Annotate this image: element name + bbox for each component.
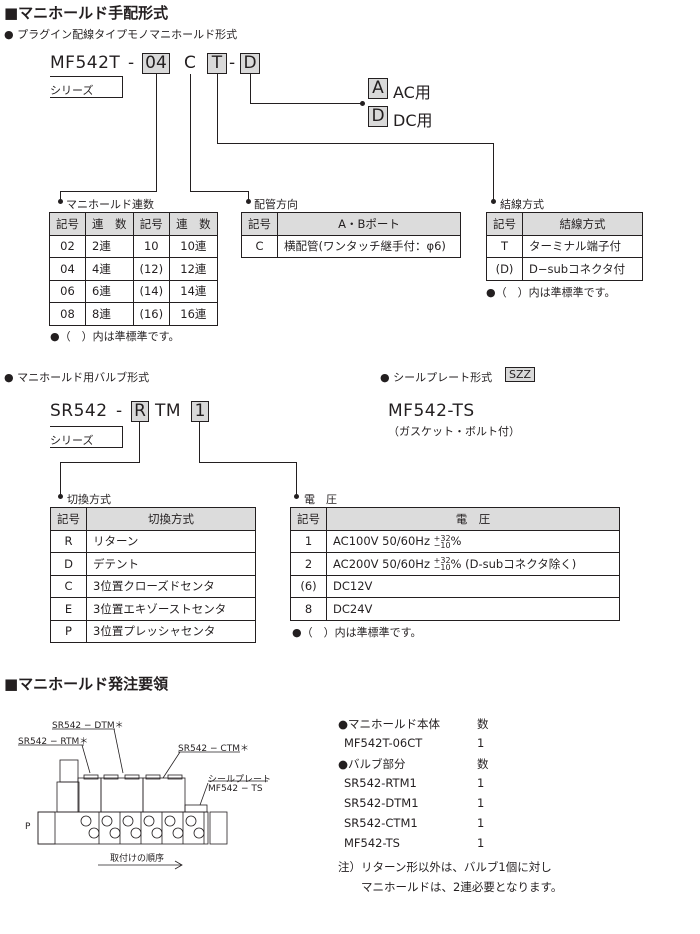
section-title-order-format: ■マニホールド手配形式 [4, 4, 169, 22]
table-row: (D)D−subコネクタ付 [486, 257, 643, 281]
voltage-note: ●（ ）内は準標準です。 [292, 626, 422, 639]
valve-code-prefix: SR542 [50, 401, 108, 421]
voltage-option-a-label: AC用 [393, 83, 431, 102]
order-item-label: ●マニホールド本体 [338, 717, 441, 731]
order-note-1: 注）リターン形以外は、バルブ1個に対し [338, 860, 552, 874]
order-item-label: SR542-RTM1 [344, 776, 417, 790]
code-connections-box: 04 [142, 53, 170, 74]
seal-format-title: ● シールプレート形式 [380, 371, 493, 384]
code-dash: - [229, 53, 236, 73]
subtitle-plugin: ● プラグイン配線タイプモノマニホールド形式 [4, 28, 238, 41]
order-item-label: SR542-CTM1 [344, 816, 418, 830]
valve-code-dash: - [116, 401, 123, 421]
order-item-label: SR542-DTM1 [344, 796, 419, 810]
code-voltage-box: D [240, 53, 260, 74]
connections-note: ●（ ）内は準標準です。 [50, 330, 180, 343]
voltage-option-a-box: A [368, 78, 388, 99]
seal-badge: SZZ [505, 367, 536, 382]
code-dash: - [128, 53, 135, 73]
code-prefix: MF542T [50, 53, 121, 73]
voltage-option-d-box: D [368, 106, 388, 127]
voltage-option-d-label: DC用 [393, 111, 433, 130]
code-wiring-box: T [207, 53, 227, 74]
voltage-table-title: 電 圧 [304, 493, 337, 506]
order-item-label: MF542-TS [344, 836, 400, 850]
wiring-table-title: 結線方式 [500, 198, 544, 211]
switching-table-title: 切換方式 [67, 493, 111, 506]
valve-format-title: ● マニホールド用バルブ形式 [4, 371, 150, 384]
order-item-label: MF542T-06CT [344, 736, 423, 750]
code-piping: C [184, 53, 197, 73]
valve-code-middle: TM [155, 401, 182, 421]
connections-table-title: マニホールド連数 [66, 198, 154, 211]
piping-table-title: 配管方向 [254, 198, 298, 211]
valve-voltage-box: 1 [191, 401, 209, 422]
valve-series-label: シリーズ [50, 426, 123, 448]
section-title-ordering: ■マニホールド発注要領 [4, 675, 169, 693]
seal-note: （ガスケット・ボルト付） [388, 425, 520, 438]
wiring-note: ●（ ）内は準標準です。 [486, 286, 616, 299]
table-row: (6)DC12V [290, 574, 620, 598]
order-note-2: マニホールドは、2連必要となります。 [361, 880, 563, 894]
series-label: シリーズ [50, 76, 123, 98]
seal-model: MF542-TS [388, 401, 475, 421]
valve-switching-box: R [131, 401, 149, 422]
order-item-label: ●バルブ部分 [338, 757, 406, 771]
